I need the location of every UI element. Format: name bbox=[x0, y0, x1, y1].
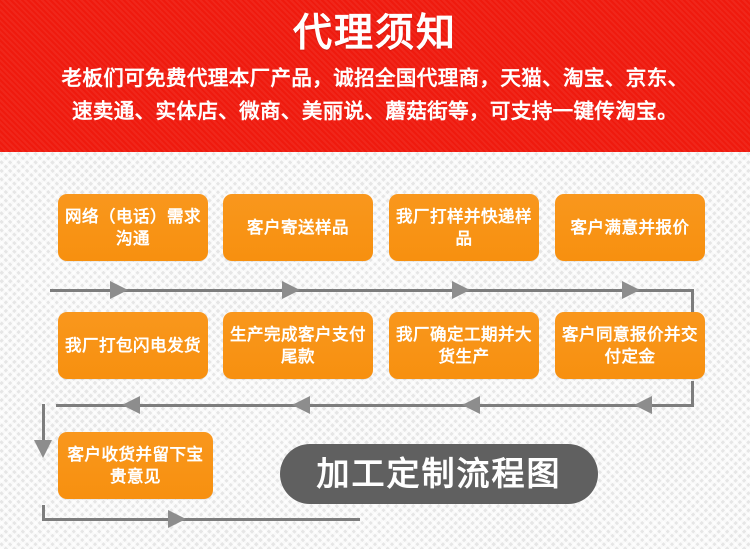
flow-node-2[interactable]: 客户寄送样品 bbox=[223, 194, 373, 261]
arrow-row1-4 bbox=[622, 281, 640, 299]
arrow-row1-2 bbox=[282, 281, 300, 299]
arrow-row2-2 bbox=[462, 396, 480, 414]
flow-node-7[interactable]: 我厂确定工期并大货生产 bbox=[389, 312, 539, 379]
header-subtitle: 老板们可免费代理本厂产品，诚招全国代理商，天猫、淘宝、京东、 速卖通、实体店、微… bbox=[0, 62, 750, 128]
flow-node-4[interactable]: 客户满意并报价 bbox=[555, 194, 705, 261]
arrow-row1-1 bbox=[110, 281, 128, 299]
page-title: 代理须知 bbox=[292, 11, 457, 56]
flow-node-6[interactable]: 生产完成客户支付尾款 bbox=[223, 312, 373, 379]
connector-right-vertical bbox=[691, 289, 694, 327]
flow-node-1-label: 网络（电话）需求沟通 bbox=[65, 206, 201, 248]
flow-node-8[interactable]: 客户同意报价并交付定金 bbox=[555, 312, 705, 379]
flow-node-9[interactable]: 客户收货并留下宝贵意见 bbox=[58, 432, 213, 499]
flow-node-3-label: 我厂打样并快递样品 bbox=[396, 206, 532, 248]
header-subtitle-line-2: 速卖通、实体店、微商、美丽说、蘑菇街等，可支持一键传淘宝。 bbox=[71, 99, 679, 123]
arrow-row2-3 bbox=[292, 396, 310, 414]
arrow-row2-1 bbox=[634, 396, 652, 414]
arrow-row1-3 bbox=[452, 281, 470, 299]
connector-left-vertical bbox=[42, 404, 45, 442]
arrow-row2-4 bbox=[122, 396, 140, 414]
flow-node-5[interactable]: 我厂打包闪电发货 bbox=[58, 312, 208, 379]
header-banner: 代理须知 老板们可免费代理本厂产品，诚招全国代理商，天猫、淘宝、京东、 速卖通、… bbox=[0, 0, 750, 152]
connector-row1-horizontal bbox=[50, 289, 694, 292]
connector-row3-left-stub bbox=[42, 505, 45, 520]
flow-node-5-label: 我厂打包闪电发货 bbox=[65, 335, 201, 355]
arrow-row3-1 bbox=[168, 510, 186, 528]
flow-node-3[interactable]: 我厂打样并快递样品 bbox=[389, 194, 539, 261]
flow-node-8-label: 客户同意报价并交付定金 bbox=[562, 324, 698, 366]
connector-row2-horizontal bbox=[56, 404, 694, 407]
flow-node-6-label: 生产完成客户支付尾款 bbox=[230, 324, 366, 366]
flow-node-4-label: 客户满意并报价 bbox=[570, 217, 690, 237]
flow-node-1[interactable]: 网络（电话）需求沟通 bbox=[58, 194, 208, 261]
flowchart-title-pill: 加工定制流程图 bbox=[280, 444, 598, 504]
flowchart-title-label: 加工定制流程图 bbox=[316, 454, 562, 493]
arrow-down-left bbox=[34, 440, 52, 458]
connector-row2-right-stub bbox=[691, 381, 694, 406]
header-subtitle-line-1: 老板们可免费代理本厂产品，诚招全国代理商，天猫、淘宝、京东、 bbox=[61, 66, 689, 90]
connector-row3-horizontal bbox=[42, 518, 360, 521]
flow-node-7-label: 我厂确定工期并大货生产 bbox=[396, 324, 532, 366]
flow-node-9-label: 客户收货并留下宝贵意见 bbox=[67, 444, 204, 486]
flow-node-2-label: 客户寄送样品 bbox=[247, 217, 349, 237]
